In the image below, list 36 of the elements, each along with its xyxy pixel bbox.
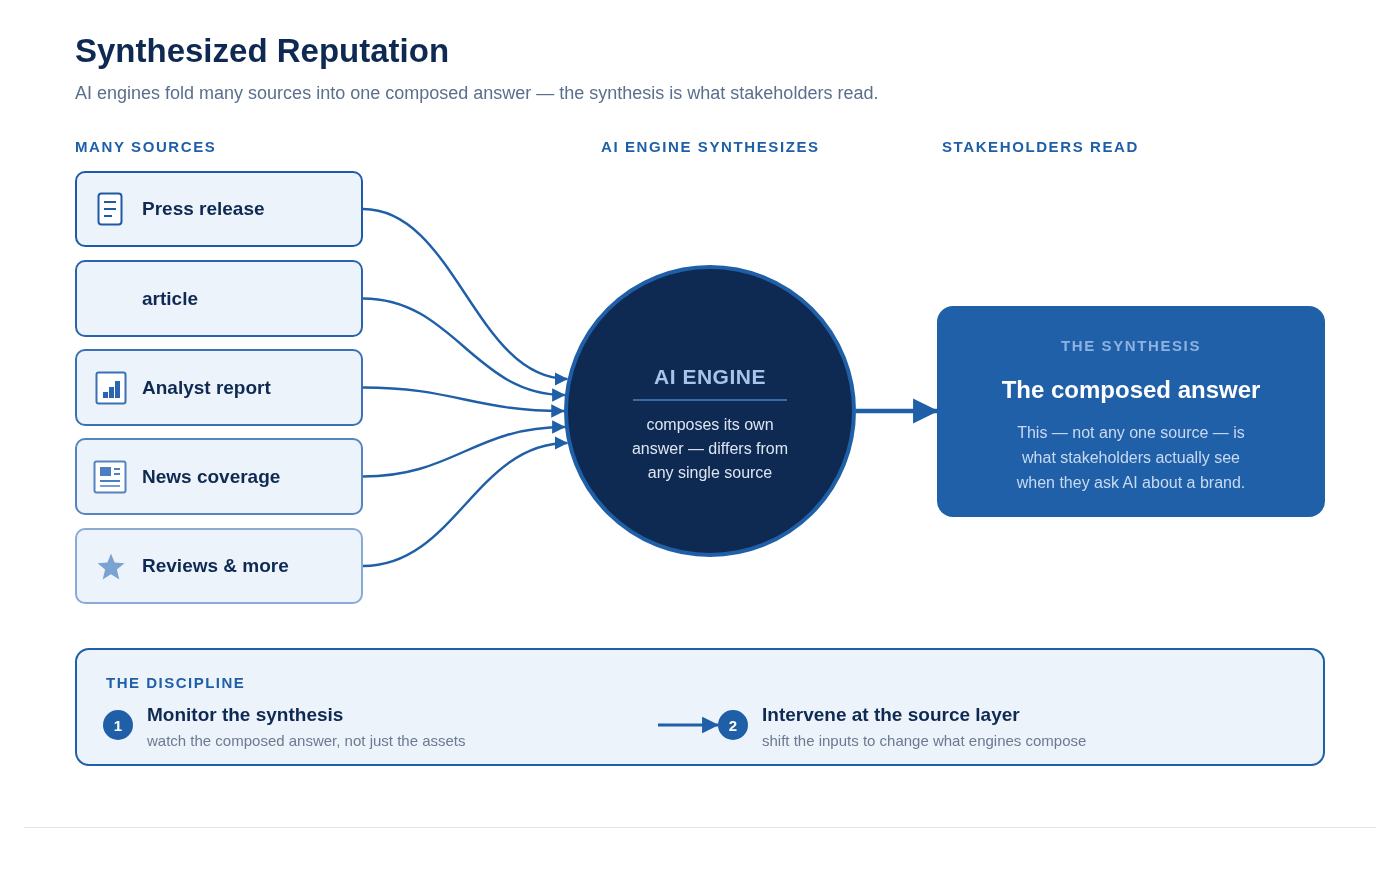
source-label: article [142,286,198,311]
step-number: 1 [103,710,133,740]
curved-arrow [362,297,566,401]
source-label: Press release [142,197,265,221]
engine-title: AI ENGINE [654,364,766,390]
source-box [75,528,363,604]
step-number: 2 [718,710,748,740]
step-description: shift the inputs to change what engines compose [762,732,1087,750]
panel-heading: THE DISCIPLINE [106,673,246,693]
source-box [75,260,363,337]
arrow [658,716,719,734]
synthesis-box [937,306,1325,517]
source-box [75,438,363,515]
source-label: Analyst report [142,375,271,400]
curved-arrow [362,420,566,478]
arrow [856,398,939,424]
source-box [75,349,363,426]
step-title: Monitor the synthesis [147,703,344,727]
subtitle-text: AI engines fold many sources into one composed answer — the synthesis is what stakeholders read. [75,82,879,104]
source-box [75,171,363,247]
source-label: Reviews & more [142,554,289,578]
synthesis-description: This — not any one source — is what stakeholders actually see when they ask AI about a brand. [1015,423,1247,493]
step-title: Intervene at the source layer [762,703,1020,727]
source-label: News coverage [142,464,281,489]
synthesis-kicker: THE SYNTHESIS [1061,336,1201,356]
synthesis-heading: The composed answer [1000,375,1262,405]
engine-description: composes its own answer — differs from any single source [630,415,790,483]
column-heading: AI ENGINE SYNTHESIZES [601,137,820,157]
curved-arrow [362,437,569,568]
step-description: watch the composed answer, not just the assets [147,732,466,750]
curved-arrow [362,386,565,418]
column-heading: MANY SOURCES [75,137,217,157]
discipline-panel [75,648,1325,766]
curved-arrow [362,207,569,384]
diagram-title: Synthesized Reputation [75,31,450,71]
column-heading: STAKEHOLDERS READ [942,137,1139,157]
